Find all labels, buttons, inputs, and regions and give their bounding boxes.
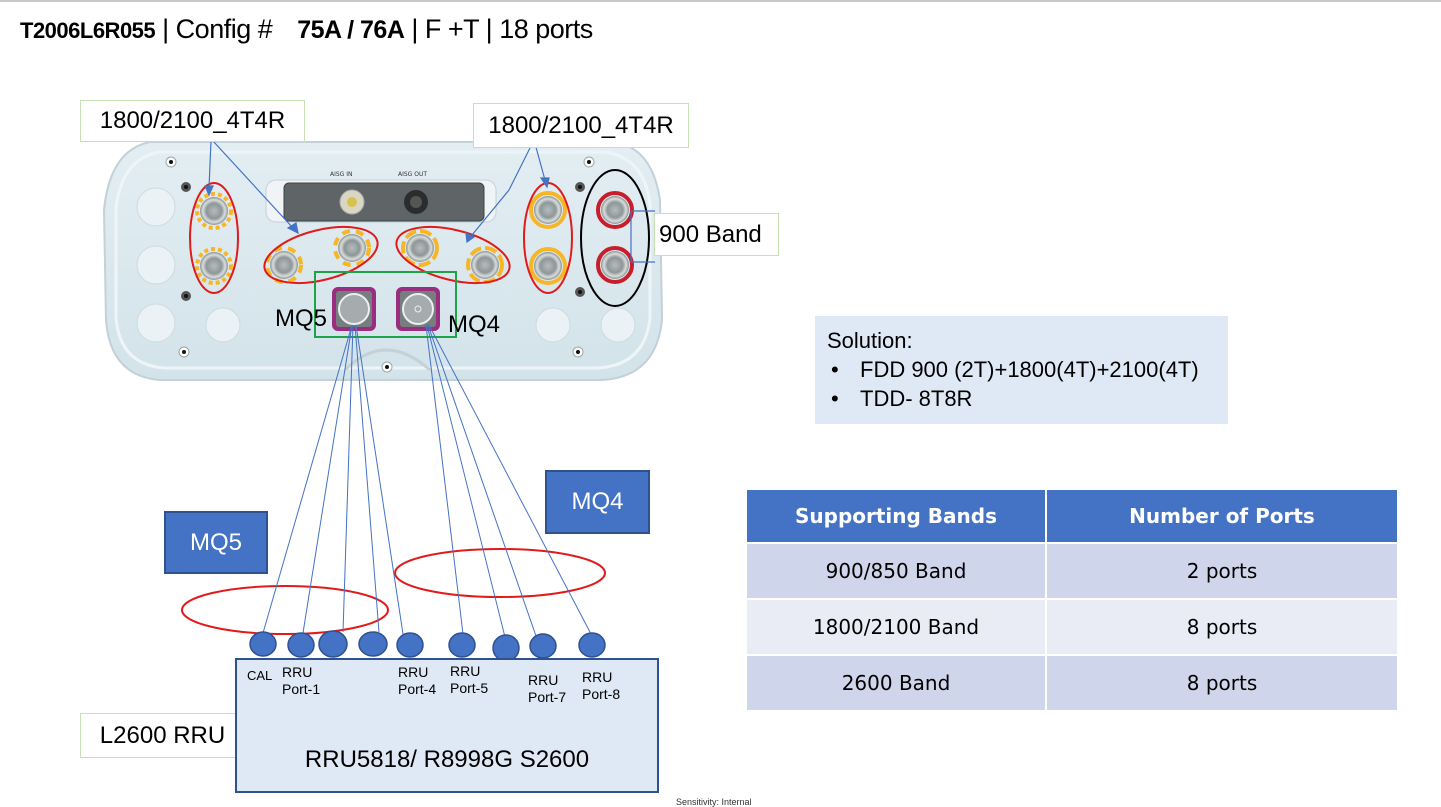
bands-table: Supporting Bands Number of Ports 900/850…: [747, 490, 1399, 710]
config-number: 75A / 76A: [297, 16, 405, 44]
title-rest: | F +T | 18 ports: [404, 14, 593, 44]
table-row: 2600 Band 8 ports: [747, 654, 1399, 710]
highlight-ring-900: [580, 169, 650, 307]
solution-list: FDD 900 (2T)+1800(4T)+2100(4T) TDD- 8T8R: [827, 355, 1216, 413]
solution-item: TDD- 8T8R: [827, 384, 1216, 413]
port-label-line: RRU: [282, 664, 313, 680]
rru-port: [396, 632, 424, 658]
highlight-ring: [395, 225, 511, 285]
mq4-box: MQ4: [545, 470, 650, 534]
column-header: Supporting Bands: [747, 490, 1047, 543]
mq5-antenna-label: MQ5: [275, 305, 328, 332]
band-highlights: [181, 169, 650, 635]
callout-left-1800-2100: 1800/2100_4T4R: [80, 100, 305, 142]
rru-port: [318, 630, 348, 658]
band-cell: 900/850 Band: [747, 542, 1047, 599]
svg-text:AISG OUT: AISG OUT: [398, 171, 427, 178]
mq4-antenna-label: MQ4: [448, 311, 501, 338]
table-row: 1800/2100 Band 8 ports: [747, 598, 1399, 655]
cable: [426, 324, 506, 638]
cable: [427, 324, 537, 637]
rf-connectors: [195, 191, 634, 331]
highlight-ring: [263, 225, 379, 285]
solution-box: Solution: FDD 900 (2T)+1800(4T)+2100(4T)…: [815, 316, 1228, 424]
port-label-line: Port-7: [528, 689, 567, 705]
mq5-connector: [332, 287, 376, 331]
band-cell: 2600 Band: [747, 654, 1047, 710]
rru-port: [287, 632, 315, 658]
highlight-ring: [189, 182, 239, 294]
connector-1800-2100: [333, 229, 371, 267]
cable: [355, 324, 404, 635]
port-label-line: Port-4: [398, 681, 437, 697]
port-label-line: Port-5: [450, 680, 489, 696]
ports-cell: 8 ports: [1046, 598, 1399, 655]
product-code: T2006L6R055: [20, 18, 156, 43]
cable-lines: [262, 324, 592, 638]
cable: [302, 324, 353, 634]
rru-port: [358, 631, 388, 657]
rru-port: [529, 633, 557, 659]
solution-item: FDD 900 (2T)+1800(4T)+2100(4T): [827, 355, 1216, 384]
solution-heading: Solution:: [827, 328, 913, 353]
svg-text:AISG IN: AISG IN: [330, 171, 353, 178]
connector-1800-2100: [265, 246, 303, 284]
rru-model: RRU5818/ R8998G S2600: [304, 746, 590, 773]
band-cell: 1800/2100 Band: [747, 598, 1047, 655]
column-header: Number of Ports: [1046, 490, 1399, 543]
cable: [428, 324, 592, 635]
callout-900-band: 900 Band: [654, 213, 779, 256]
rru-port: [578, 632, 606, 658]
port-label-line: RRU: [398, 664, 429, 680]
connector-1800-2100: [529, 191, 567, 229]
port-label-cal: CAL: [247, 667, 272, 684]
port-label-line: Port-8: [582, 686, 621, 702]
port-label-line: RRU: [528, 672, 559, 688]
connector-1800-2100: [401, 229, 439, 267]
ports-cell: 8 ports: [1046, 654, 1399, 710]
mq-highlight-box: [314, 271, 457, 338]
cable: [354, 324, 380, 633]
connector-1800-2100: [195, 247, 233, 285]
rru-ports: [249, 630, 606, 662]
connector-1800-2100: [195, 192, 233, 230]
antenna-body: AISG IN AISG OUT: [102, 141, 664, 381]
cable: [342, 324, 354, 633]
connector-1800-2100: [529, 247, 567, 285]
page-title: T2006L6R055 | Config # 75A / 76A | F +T …: [20, 14, 593, 45]
port-label-line: CAL: [247, 668, 273, 683]
title-separator: | Config #: [155, 14, 280, 44]
callout-right-1800-2100: 1800/2100_4T4R: [473, 103, 689, 148]
table-row: 900/850 Band 2 ports: [747, 542, 1399, 599]
rru-port: [448, 632, 476, 658]
port-label-line: RRU: [582, 669, 613, 685]
cable: [425, 324, 464, 635]
top-divider: [0, 0, 1441, 2]
cable: [262, 324, 353, 634]
mq5-box: MQ5: [164, 511, 268, 574]
mq5-port-group-ring: [181, 585, 389, 635]
mq4-port-group-ring: [394, 548, 606, 598]
connector-900: [596, 191, 634, 229]
callout-l2600-rru: L2600 RRU: [80, 713, 245, 758]
table-header-row: Supporting Bands Number of Ports: [747, 490, 1399, 543]
port-label-line: Port-1: [282, 681, 321, 697]
mq4-connector: [396, 287, 440, 331]
sensitivity-label: Sensitivity: Internal: [676, 797, 752, 807]
rru-port-cal: [249, 631, 277, 657]
ports-cell: 2 ports: [1046, 542, 1399, 599]
port-label-line: RRU: [450, 663, 481, 679]
connector-900: [596, 246, 634, 284]
